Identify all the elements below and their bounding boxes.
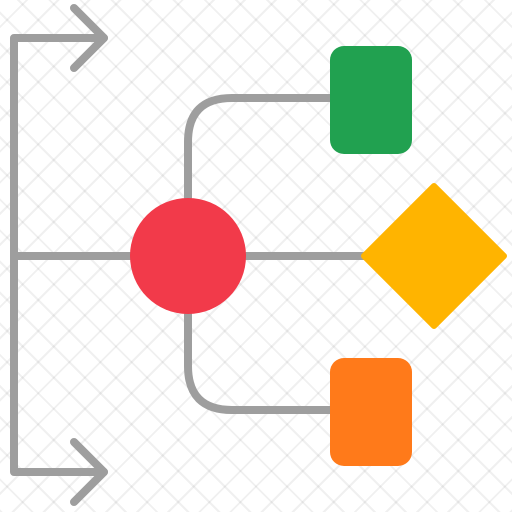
decision-node bbox=[361, 183, 507, 329]
process-bottom-node bbox=[330, 358, 412, 466]
top-arrow-icon bbox=[70, 4, 108, 72]
bottom-arrow-icon bbox=[70, 438, 108, 506]
start-node bbox=[130, 198, 246, 314]
start-to-process-top-connector bbox=[184, 94, 334, 202]
process-top-node bbox=[330, 46, 412, 154]
start-to-process-bottom-connector bbox=[184, 310, 334, 414]
